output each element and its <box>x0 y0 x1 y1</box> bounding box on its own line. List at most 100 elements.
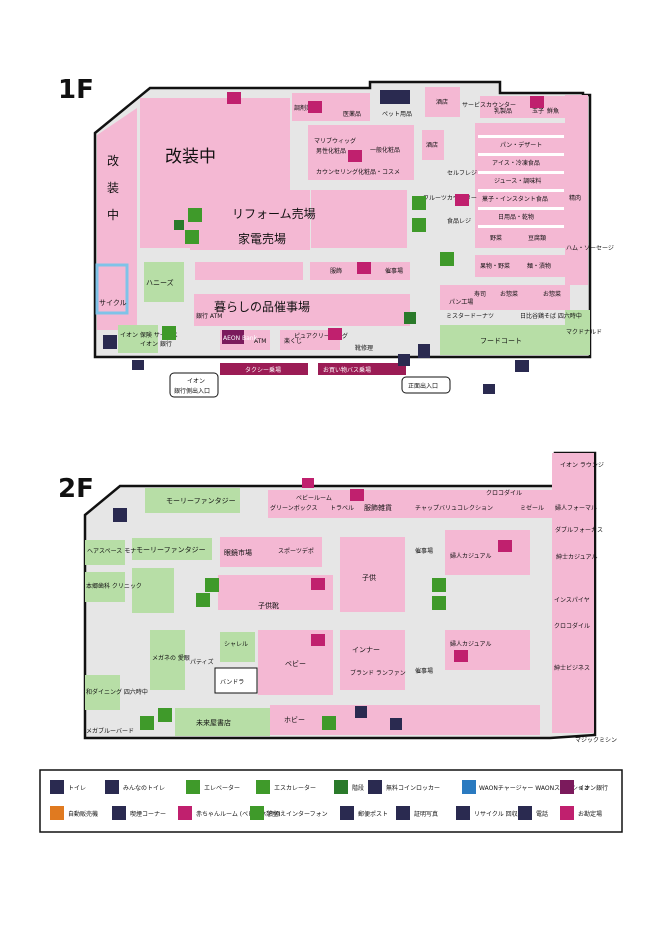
label-clothing: 服飾 <box>330 267 342 275</box>
tenant-mirai <box>175 708 270 736</box>
label-liquor-right: 酒店 <box>426 141 438 149</box>
label-housecleaning: 靴修理 <box>355 344 373 352</box>
floor-2f-label: 2F <box>58 474 94 504</box>
label-side-dish2: お惣菜 <box>543 290 561 298</box>
baby-room-icon <box>302 478 314 488</box>
checkout-icon <box>227 92 544 340</box>
aisle-1 <box>478 135 564 138</box>
label-inner: インナー <box>352 646 380 654</box>
aisle-2 <box>478 153 564 156</box>
label-dental: 本郷歯科 クリニック <box>86 582 142 590</box>
tenant-bank <box>118 325 158 353</box>
tenant-chalet <box>220 632 255 662</box>
area-appliance-top <box>195 262 303 280</box>
legend-label-9: 喫煙コーナー <box>130 810 166 818</box>
area-reform <box>190 190 310 250</box>
legend-label-6: WAONチャージャー WAONステーション <box>479 785 590 792</box>
legend-row-1: トイレ みんなのトイレ エレベーター エスカレーター 階段 無料コインロッカー … <box>50 780 608 794</box>
area-inner <box>340 630 405 690</box>
tenant-honeys <box>144 262 184 302</box>
label-event1: 催事場 <box>415 547 433 555</box>
label-juice-stand: 楽くじ <box>284 337 302 345</box>
area-events <box>194 294 410 326</box>
label-ice-frozen: アイス・冷凍食品 <box>492 159 540 167</box>
label-mizel: ミゼール <box>520 504 544 512</box>
label-brand-fan: ブランド ランファン <box>350 669 406 677</box>
area-food-right <box>565 95 588 285</box>
aisle-5 <box>478 207 564 210</box>
label-bandra: バンドラ <box>220 679 244 686</box>
label-fruit-counter: フルーツカウンター <box>423 194 477 202</box>
label-event-space: 催事場 <box>385 267 403 275</box>
tenant-mcd <box>565 310 590 330</box>
label-baby: ベビー <box>285 659 306 668</box>
label-fish: 鮮魚 <box>547 107 559 115</box>
taxi-stand-bar <box>220 363 308 375</box>
label-side-dish1: お惣菜 <box>500 290 518 298</box>
legend-label-11: 介添えインターフォン <box>268 810 328 818</box>
label-sushi: 寿司 <box>474 290 486 298</box>
label-cycle: サイクル <box>99 299 127 307</box>
label-juice: ジュース・調味料 <box>494 177 541 185</box>
label-pharmacy: 調剤薬局 <box>294 104 318 112</box>
label-glasses-corner: メガネの 愛眼 <box>152 654 190 662</box>
legend-label-14: リサイクル 回収BOX <box>474 811 530 818</box>
legend-row-2: 自動販売機 喫煙コーナー 赤ちゃんルーム (ベビー休憩室) 介添えインターフォン… <box>50 806 602 820</box>
tenant-dental <box>85 572 125 602</box>
label-dairy: 乳製品 <box>494 107 512 115</box>
area-cleaning <box>280 330 340 350</box>
tenant-bandra <box>214 667 258 694</box>
label-mens-casual: 紳士カジュアル <box>556 553 597 561</box>
label-self-register: セルフレジ <box>447 170 477 177</box>
label-renovation-v1: 改 <box>107 154 119 168</box>
label-molly1: モーリーファンタジー <box>166 496 236 505</box>
label-mcdonalds: マクドナルド <box>566 329 602 336</box>
label-daily-dry: 日用品・乾物 <box>498 213 534 221</box>
label-general-cosme: 一般化粧品 <box>370 146 400 154</box>
legend-box <box>39 769 623 833</box>
checkout-icon <box>311 489 512 662</box>
legend-label-16: お勘定場 <box>578 810 602 818</box>
label-crocodile1: クロコダイル <box>486 489 522 497</box>
legend-elevator-icon <box>186 780 200 794</box>
legend-restroom-icon <box>50 780 64 794</box>
tenant-molly1 <box>145 488 240 513</box>
legend-label-10: 赤ちゃんルーム (ベビー休憩室) <box>196 810 280 818</box>
label-green-box: グリーンボックス <box>270 504 318 512</box>
label-ladies-casual2: 婦人カジュアル <box>450 640 491 648</box>
label-ham: ハム・ソーセージ <box>566 245 614 252</box>
label-appliances: 家電売場 <box>238 231 286 246</box>
legend-label-15: 電話 <box>536 810 548 818</box>
label-aeon-insurance: イオン 保険 サービス <box>120 331 178 339</box>
label-inspiration: インスパイヤ <box>554 597 590 604</box>
smoking-icon <box>132 344 495 394</box>
stairs-icon <box>174 220 416 324</box>
label-partis: パティズ <box>190 658 214 666</box>
legend-label-3: エスカレーター <box>274 784 316 792</box>
label-reform: リフォーム売場 <box>232 206 316 221</box>
area-upper-mid <box>292 93 370 121</box>
label-chalet: シャレル <box>224 641 248 648</box>
label-mega-bird: メガブルーバード <box>86 727 134 735</box>
legend-accessible-restroom-icon <box>105 780 119 794</box>
legend-checkout-icon <box>560 806 574 820</box>
label-maripo: マリブウィッグ <box>314 137 356 145</box>
label-kids-shoes: 子供靴 <box>258 601 279 610</box>
label-ladies-formal: 婦人フォーマル <box>555 504 597 512</box>
label-fashion-misc: 服飾雑貨 <box>364 503 392 512</box>
legend-locker-icon <box>368 780 382 794</box>
tenant-wa-dining <box>85 675 120 710</box>
legend-label-0: トイレ <box>68 785 86 792</box>
bus-stop-bar <box>318 363 406 375</box>
label-renovation: 改装中 <box>165 147 216 167</box>
label-honeys: ハニーズ <box>146 278 174 287</box>
label-fruit-veg: 果物・野菜 <box>480 262 510 270</box>
legend-label-2: エレベーター <box>204 784 240 792</box>
label-chappu: チャップバリュコレクション <box>415 505 493 512</box>
escalator-icon <box>140 578 446 730</box>
area-right-column <box>552 453 594 733</box>
legend-label-5: 無料コインロッカー <box>386 784 440 792</box>
label-medicine: 医薬品 <box>343 110 361 118</box>
legend-label-12: 郵便ポスト <box>358 810 388 818</box>
label-bank-atm: 銀行 ATM <box>196 312 222 320</box>
